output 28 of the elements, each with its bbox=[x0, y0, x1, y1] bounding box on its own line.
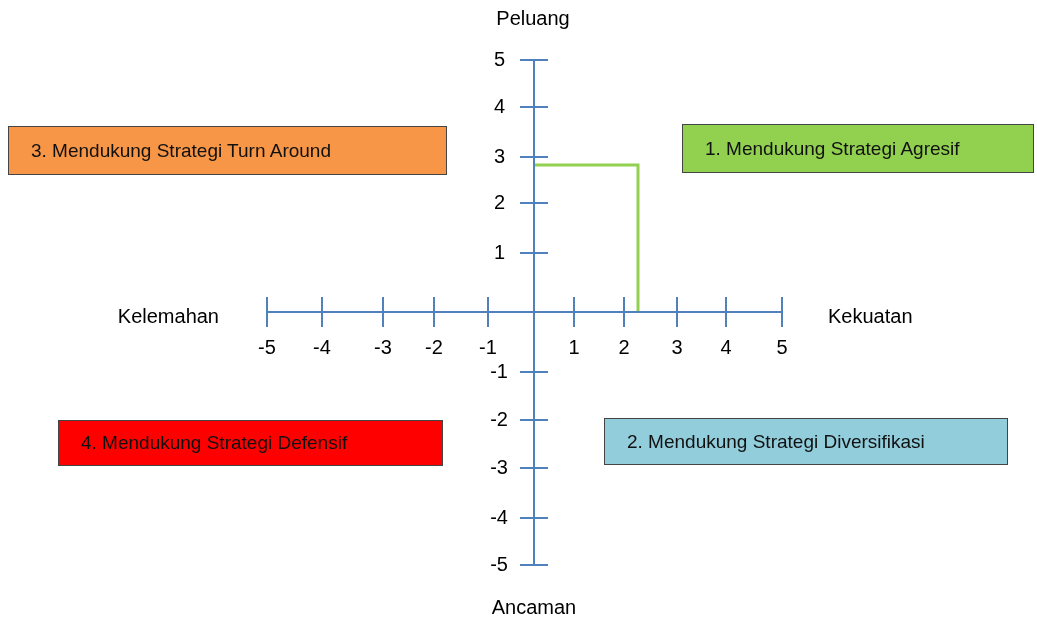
axis-label: Ancaman bbox=[491, 597, 577, 617]
tick-label: 2 bbox=[618, 337, 630, 357]
strategy-box: 1. Mendukung Strategi Agresif bbox=[682, 124, 1034, 173]
tick-label: -3 bbox=[374, 337, 392, 357]
tick-label: 1 bbox=[493, 242, 505, 262]
tick-label: -4 bbox=[313, 337, 331, 357]
strategy-box: 2. Mendukung Strategi Diversifikasi bbox=[604, 418, 1008, 465]
tick-label: 3 bbox=[671, 337, 683, 357]
tick-label: -4 bbox=[490, 507, 508, 527]
tick-label: 5 bbox=[776, 337, 788, 357]
tick-label: -5 bbox=[490, 554, 508, 574]
tick-label: 4 bbox=[720, 337, 732, 357]
axis-label: Kelemahan bbox=[117, 306, 219, 326]
strategy-box: 4. Mendukung Strategi Defensif bbox=[58, 420, 443, 466]
tick-label: -5 bbox=[258, 337, 276, 357]
tick-label: -3 bbox=[490, 457, 508, 477]
tick-label: 1 bbox=[568, 337, 580, 357]
tick-label: 5 bbox=[493, 49, 505, 69]
tick-label: 2 bbox=[493, 192, 505, 212]
tick-label: 3 bbox=[493, 146, 505, 166]
axis-label: Kekuatan bbox=[828, 306, 913, 326]
axis-label: Peluang bbox=[496, 8, 570, 28]
tick-label: 4 bbox=[493, 96, 505, 116]
tick-label: -2 bbox=[490, 409, 508, 429]
strategy-box: 3. Mendukung Strategi Turn Around bbox=[8, 126, 447, 175]
tick-label: -1 bbox=[479, 337, 497, 357]
tick-label: -2 bbox=[425, 337, 443, 357]
tick-label: -1 bbox=[490, 361, 508, 381]
